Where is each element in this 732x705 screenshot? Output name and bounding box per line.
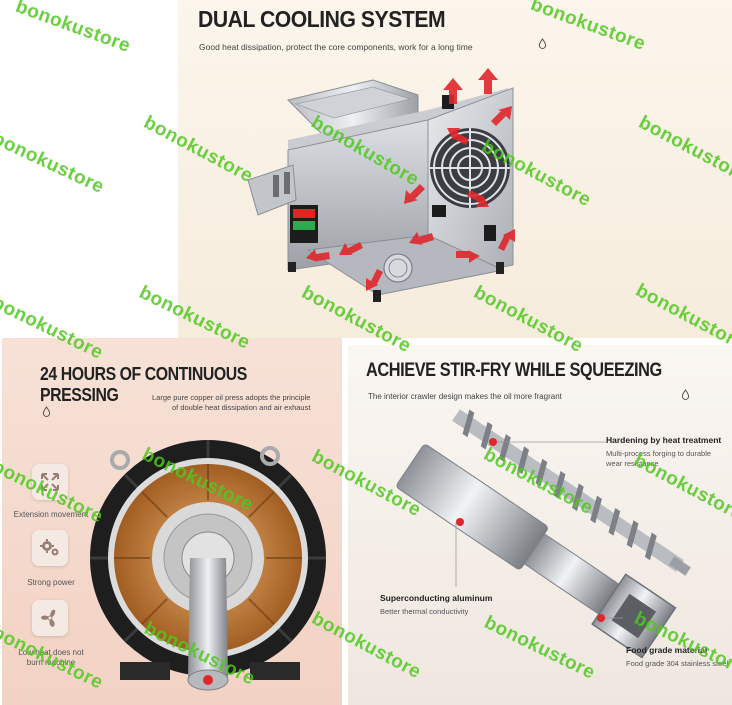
- low-heat-badge: [32, 600, 68, 636]
- dual-cooling-panel: DUAL COOLING SYSTEM Good heat dissipatio…: [178, 0, 732, 338]
- low-heat-label-line2: burn machine: [26, 658, 76, 667]
- press-screw-image: [396, 409, 691, 659]
- watermark: bonokustore: [12, 0, 134, 57]
- stir-fry-panel: ACHIEVE STIR-FRY WHILE SQUEEZING The int…: [348, 345, 732, 705]
- heat-treatment-callout-desc-line1: Multi-process forging to durable: [606, 449, 712, 458]
- strong-power-badge: [32, 530, 68, 566]
- food-grade-callout-title: Food grade material: [626, 645, 708, 655]
- continuous-pressing-title: 24 HOURS OF CONTINUOUS PRESSING: [40, 364, 247, 405]
- stir-fry-title: ACHIEVE STIR-FRY WHILE SQUEEZING: [366, 360, 662, 381]
- oil-drop-icon: [681, 389, 690, 400]
- stir-fry-subtitle: The interior crawler design makes the oi…: [368, 392, 562, 401]
- aluminum-callout-desc: Better thermal conductivity: [380, 607, 469, 616]
- oil-drop-icon: [42, 406, 51, 417]
- gears-icon: [40, 539, 59, 556]
- aluminum-callout-title: Superconducting aluminum: [380, 593, 493, 603]
- arrows-expand-icon: [41, 473, 59, 491]
- food-grade-callout-desc: Food grade 304 stainless steel: [626, 659, 729, 668]
- continuous-pressing-subtitle-line2: of double heat dissipation and air exhau…: [172, 403, 311, 412]
- dual-cooling-subtitle: Good heat dissipation, protect the core …: [199, 42, 473, 52]
- extension-movement-badge: [32, 464, 68, 500]
- dual-cooling-title: DUAL COOLING SYSTEM: [198, 6, 446, 32]
- copper-motor-image: [90, 440, 326, 691]
- watermark: bonokustore: [0, 128, 108, 198]
- strong-power-label: Strong power: [27, 578, 75, 587]
- heat-treatment-callout-title: Hardening by heat treatment: [606, 435, 722, 445]
- heat-treatment-callout-desc-line2: wear resistance: [606, 459, 659, 468]
- continuous-pressing-subtitle-line1: Large pure copper oil press adopts the p…: [152, 393, 311, 402]
- oil-press-machine-image: [247, 68, 515, 302]
- extension-movement-label: Extension movement: [13, 510, 89, 519]
- continuous-pressing-panel: 24 HOURS OF CONTINUOUS PRESSING Large pu…: [2, 338, 342, 705]
- low-heat-label-line1: Low heat does not: [18, 648, 84, 657]
- oil-drop-icon: [538, 38, 547, 49]
- fan-icon: [41, 609, 56, 627]
